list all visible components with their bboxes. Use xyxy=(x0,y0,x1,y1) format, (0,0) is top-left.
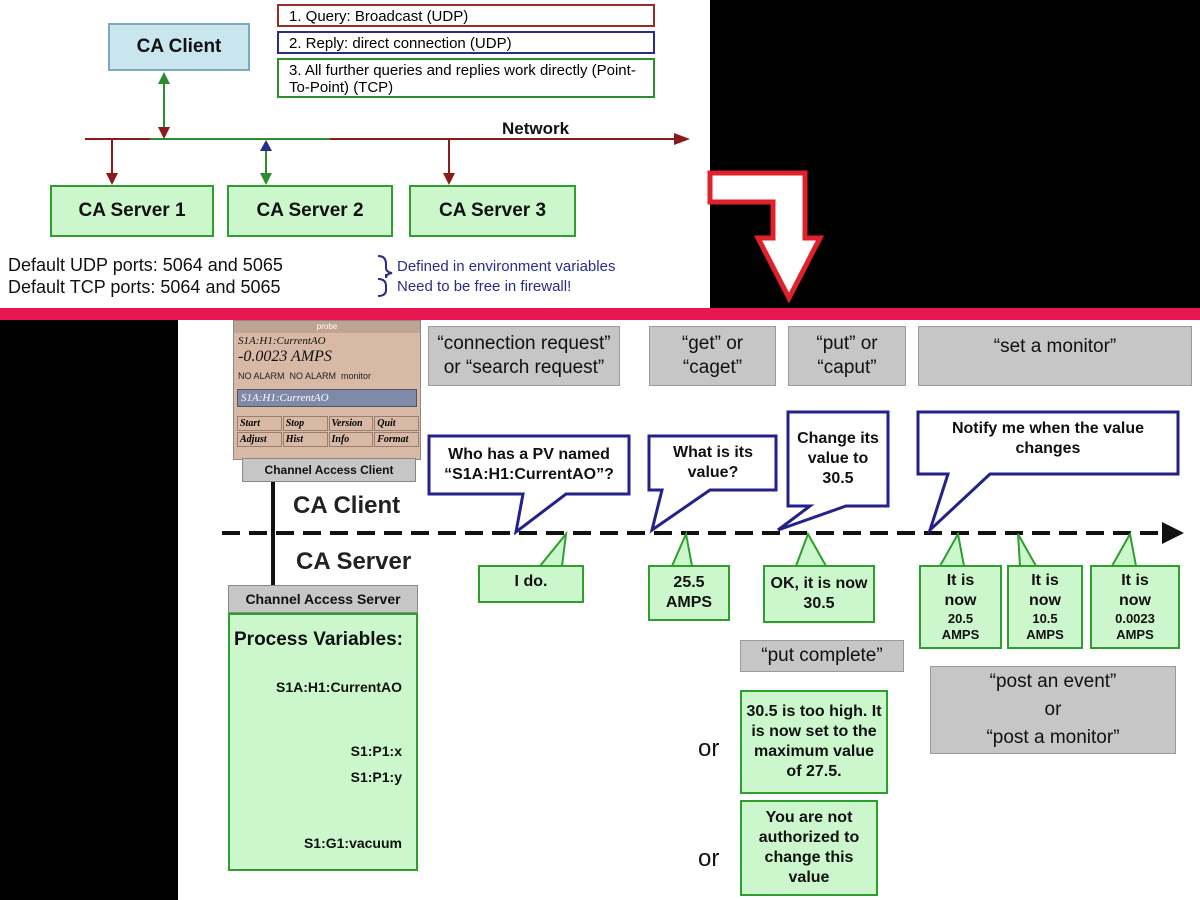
probe-pv-name: S1A:H1:CurrentAO xyxy=(238,335,326,347)
timeline-lines xyxy=(222,482,1184,585)
monitor-reply-1: It is now 20.5 AMPS xyxy=(919,565,1002,649)
tcp-ports-text: Default TCP ports: 5064 and 5065 xyxy=(8,277,281,297)
connection-request-label: “connection request” or “search request” xyxy=(428,326,620,386)
divider-bar xyxy=(0,308,1200,320)
monitor-reply-2-top: It is now xyxy=(1029,572,1061,609)
get-request-bubble: What is its value? xyxy=(672,444,753,481)
probe-buttons: Start Stop Version Quit Adjust Hist Info… xyxy=(237,416,419,447)
pv-g1-vacuum: S1:G1:vacuum xyxy=(303,835,402,851)
post-event-or: or xyxy=(1044,699,1062,720)
post-event-label: “post an event” or “post a monitor” xyxy=(930,666,1176,754)
firewall-note: Need to be free in firewall! xyxy=(397,278,572,295)
reply-callout-pointers xyxy=(537,530,1138,567)
channel-access-server-header: Channel Access Server xyxy=(228,585,418,613)
process-variables-box: Process Variables: S1A:H1:CurrentAO S1:P… xyxy=(228,613,418,871)
post-event-a: “post an event” xyxy=(989,671,1117,692)
env-variables-note: Defined in environment variables xyxy=(397,258,616,275)
top-diagram-panel: CA Client 1. Query: Broadcast (UDP) 2. R… xyxy=(0,0,710,308)
udp-ports-text: Default UDP ports: 5064 and 5065 xyxy=(8,255,283,275)
step-3-tcp: 3. All further queries and replies work … xyxy=(277,58,655,98)
get-request-label: “get” or “caget” xyxy=(649,326,776,386)
probe-format-button[interactable]: Format xyxy=(374,432,419,447)
monitor-request-label: “set a monitor” xyxy=(918,326,1192,386)
monitor-request-bubble: Notify me when the value changes xyxy=(951,420,1145,457)
value-reply: 25.5 AMPS xyxy=(648,565,730,621)
monitor-reply-1-bottom: 20.5 AMPS xyxy=(941,611,980,642)
probe-alarm-status: NO ALARM NO ALARM monitor xyxy=(238,371,372,381)
probe-hist-button[interactable]: Hist xyxy=(282,432,328,447)
monitor-reply-1-top: It is now xyxy=(944,572,977,609)
ca-server-timeline-label: CA Server xyxy=(296,548,412,575)
i-do-reply: I do. xyxy=(478,565,584,603)
channel-access-client-caption: Channel Access Client xyxy=(242,458,416,482)
network-lines xyxy=(85,72,690,297)
network-label: Network xyxy=(502,119,570,138)
put-complete-label: “put complete” xyxy=(740,640,904,672)
probe-start-button[interactable]: Start xyxy=(237,416,282,431)
post-event-c: “post a monitor” xyxy=(986,727,1120,748)
probe-version-button[interactable]: Version xyxy=(328,416,374,431)
monitor-reply-2: It is now 10.5 AMPS xyxy=(1007,565,1083,649)
not-authorized-reply: You are not authorized to change this va… xyxy=(740,800,878,896)
probe-quit-button[interactable]: Quit xyxy=(374,416,419,431)
step-1-query: 1. Query: Broadcast (UDP) xyxy=(277,4,655,27)
or-label-2: or xyxy=(698,845,720,872)
put-request-bubble: Change its value to 30.5 xyxy=(797,430,879,487)
ca-client-box: CA Client xyxy=(108,23,250,71)
search-request-bubble: Who has a PV named “S1A:H1:CurrentAO”? xyxy=(444,446,614,483)
step-2-reply: 2. Reply: direct connection (UDP) xyxy=(277,31,655,54)
pv-current-ao: S1A:H1:CurrentAO xyxy=(275,679,402,695)
or-label-1: or xyxy=(698,735,720,762)
speech-bubble-outlines xyxy=(427,410,1180,536)
probe-titlebar: probe xyxy=(234,321,420,333)
pv-p1-y: S1:P1:y xyxy=(350,769,402,785)
too-high-reply: 30.5 is too high. It is now set to the m… xyxy=(740,690,888,794)
probe-info-button[interactable]: Info xyxy=(328,432,374,447)
ca-server-2-box: CA Server 2 xyxy=(227,185,393,237)
monitor-reply-3-top: It is now xyxy=(1119,572,1151,609)
probe-adjust-button[interactable]: Adjust xyxy=(237,432,282,447)
probe-value: -0.0023 AMPS xyxy=(238,348,332,365)
ca-server-3-box: CA Server 3 xyxy=(409,185,576,237)
process-variables-title: Process Variables: xyxy=(234,629,403,650)
monitor-reply-3-bottom: 0.0023 AMPS xyxy=(1115,611,1155,642)
probe-window: probe S1A:H1:CurrentAO -0.0023 AMPS NO A… xyxy=(233,320,421,460)
bottom-diagram-panel: probe S1A:H1:CurrentAO -0.0023 AMPS NO A… xyxy=(178,320,1200,900)
probe-pv-input[interactable]: S1A:H1:CurrentAO xyxy=(237,389,417,407)
probe-stop-button[interactable]: Stop xyxy=(282,416,328,431)
put-ok-reply: OK, it is now 30.5 xyxy=(763,565,875,623)
turn-down-arrow-icon xyxy=(707,170,825,304)
put-request-label: “put” or “caput” xyxy=(788,326,906,386)
ca-client-timeline-label: CA Client xyxy=(293,492,401,519)
monitor-reply-2-bottom: 10.5 AMPS xyxy=(1026,611,1064,642)
pv-p1-x: S1:P1:x xyxy=(350,743,402,759)
ca-server-1-box: CA Server 1 xyxy=(50,185,214,237)
monitor-reply-3: It is now 0.0023 AMPS xyxy=(1090,565,1180,649)
